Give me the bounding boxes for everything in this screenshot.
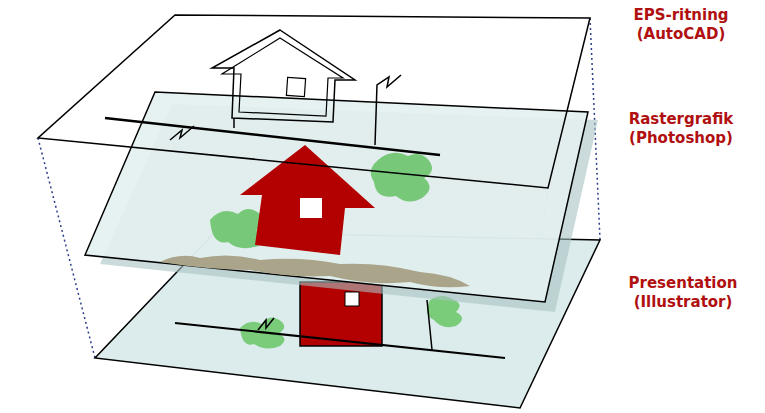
- layer-label: Presentation (Illustrator): [608, 274, 758, 312]
- raster-plane: [85, 92, 598, 312]
- dotted-guides: [38, 18, 600, 408]
- eps-plane: [38, 15, 590, 188]
- layer-label: Rastergrafik (Photoshop): [606, 110, 756, 148]
- layer-label: EPS-ritning (AutoCAD): [606, 6, 756, 44]
